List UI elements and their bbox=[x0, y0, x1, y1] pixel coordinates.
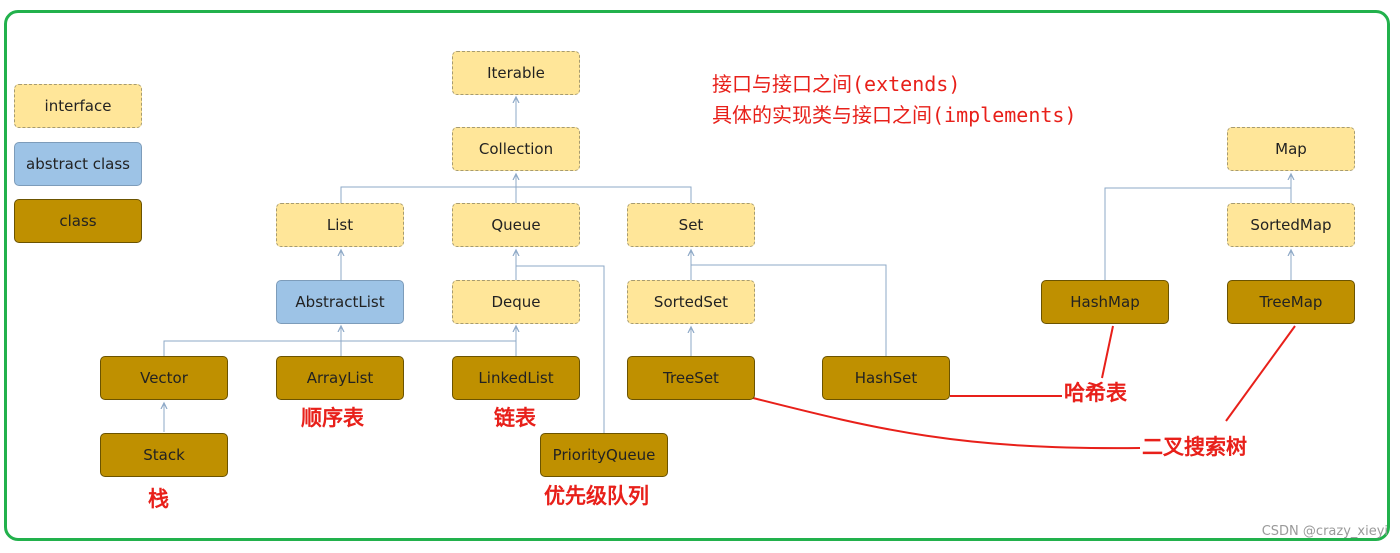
node-set-label: Set bbox=[678, 216, 704, 234]
annotation-hash-table: 哈希表 bbox=[1064, 380, 1127, 405]
node-hash-set: HashSet bbox=[822, 356, 950, 400]
node-priority-queue: PriorityQueue bbox=[540, 433, 668, 477]
node-list: List bbox=[276, 203, 404, 247]
node-array-list-label: ArrayList bbox=[306, 369, 374, 387]
watermark: CSDN @crazy_xieyi bbox=[1261, 524, 1388, 539]
node-vector: Vector bbox=[100, 356, 228, 400]
node-deque-label: Deque bbox=[491, 293, 541, 311]
node-iterable-label: Iterable bbox=[487, 64, 545, 82]
node-sorted-set-label: SortedSet bbox=[653, 293, 729, 311]
node-hash-map: HashMap bbox=[1041, 280, 1169, 324]
node-tree-map-label: TreeMap bbox=[1259, 293, 1323, 311]
node-sorted-map: SortedMap bbox=[1227, 203, 1355, 247]
pointer-treemap-bst bbox=[1225, 325, 1296, 422]
edge-priorityqueue-queue bbox=[516, 265, 605, 433]
edge-list-collection bbox=[340, 186, 516, 203]
node-tree-set-label: TreeSet bbox=[663, 369, 719, 387]
legend-abstract-class: abstract class bbox=[14, 142, 142, 186]
node-sorted-set: SortedSet bbox=[627, 280, 755, 324]
legend-interface: interface bbox=[14, 84, 142, 128]
node-set: Set bbox=[627, 203, 755, 247]
node-abstract-list-label: AbstractList bbox=[295, 293, 385, 311]
annotation-linked-table: 链表 bbox=[494, 405, 536, 430]
node-map: Map bbox=[1227, 127, 1355, 171]
node-map-label: Map bbox=[1275, 140, 1307, 158]
node-iterable: Iterable bbox=[452, 51, 580, 95]
diagram-frame bbox=[4, 10, 1390, 541]
node-stack-label: Stack bbox=[143, 446, 185, 464]
edge-hashset-set bbox=[691, 264, 887, 356]
node-deque: Deque bbox=[452, 280, 580, 324]
node-priority-queue-label: PriorityQueue bbox=[552, 446, 656, 464]
edge-vector-abstractlist bbox=[163, 340, 516, 356]
node-linked-list-label: LinkedList bbox=[478, 369, 554, 387]
legend-class-label: class bbox=[59, 212, 97, 230]
edge-hashmap-map bbox=[1104, 187, 1291, 280]
node-queue: Queue bbox=[452, 203, 580, 247]
node-stack: Stack bbox=[100, 433, 228, 477]
legend-interface-label: interface bbox=[44, 97, 112, 115]
node-collection: Collection bbox=[452, 127, 580, 171]
node-collection-label: Collection bbox=[478, 140, 554, 158]
node-array-list: ArrayList bbox=[276, 356, 404, 400]
node-queue-label: Queue bbox=[491, 216, 541, 234]
node-vector-label: Vector bbox=[140, 369, 188, 387]
annotation-binary-search-tree: 二叉搜索树 bbox=[1142, 434, 1247, 459]
annotation-priority-queue: 优先级队列 bbox=[544, 483, 649, 508]
annotation-sequence-table: 顺序表 bbox=[301, 405, 364, 430]
node-sorted-map-label: SortedMap bbox=[1250, 216, 1332, 234]
node-tree-set: TreeSet bbox=[627, 356, 755, 400]
node-abstract-list: AbstractList bbox=[276, 280, 404, 324]
pointer-treeset-bst bbox=[752, 397, 1141, 450]
node-hash-map-label: HashMap bbox=[1070, 293, 1140, 311]
edge-set-collection bbox=[516, 186, 692, 203]
note-implements: 具体的实现类与接口之间(implements) bbox=[712, 103, 1077, 127]
node-linked-list: LinkedList bbox=[452, 356, 580, 400]
pointer-hashmap-hashtable bbox=[1101, 325, 1114, 379]
legend-abstract-class-label: abstract class bbox=[26, 155, 130, 173]
annotation-stack: 栈 bbox=[148, 486, 169, 511]
legend-class: class bbox=[14, 199, 142, 243]
note-extends: 接口与接口之间(extends) bbox=[712, 72, 961, 96]
node-hash-set-label: HashSet bbox=[854, 369, 918, 387]
node-tree-map: TreeMap bbox=[1227, 280, 1355, 324]
node-list-label: List bbox=[326, 216, 354, 234]
